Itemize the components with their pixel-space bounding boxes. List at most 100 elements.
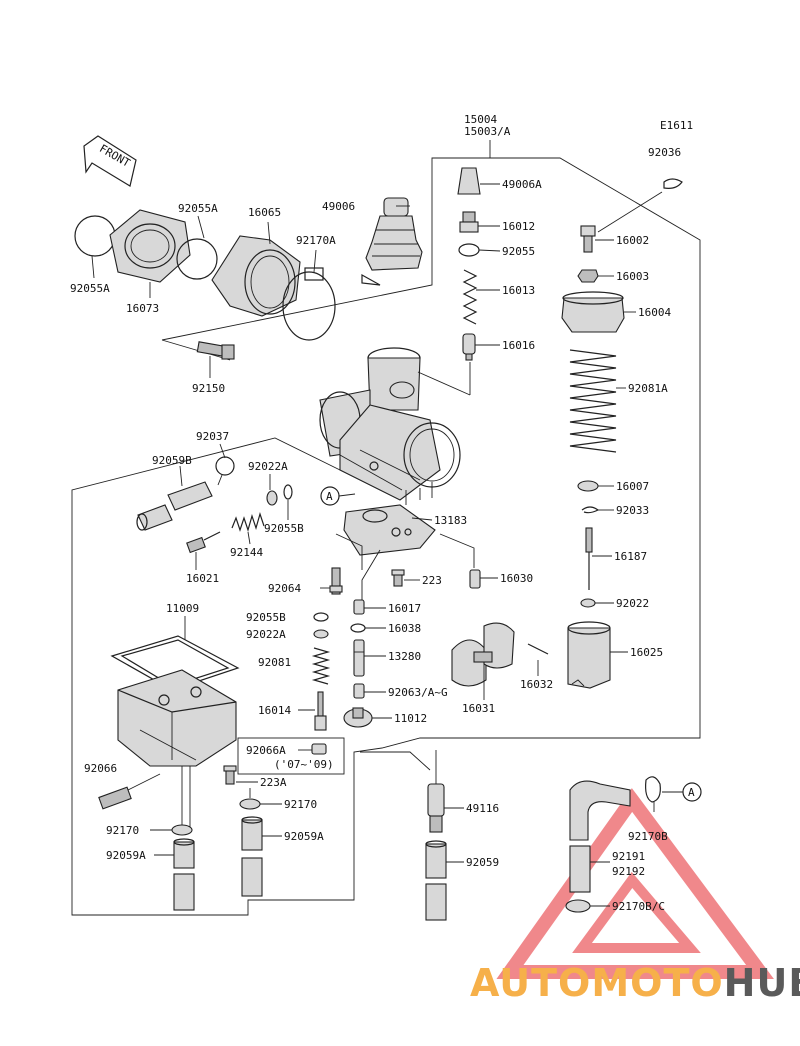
label-13280: 13280	[388, 650, 421, 663]
label-92170-left: 92170	[106, 824, 139, 837]
bolt-92150	[196, 341, 235, 360]
label-16016: 16016	[502, 339, 535, 352]
holder-11012	[343, 707, 373, 728]
label-16030: 16030	[500, 572, 533, 585]
screw-223	[391, 569, 405, 587]
callout-a-hose: A	[662, 782, 702, 802]
label-49006a: 49006A	[502, 178, 542, 191]
label-92064: 92064	[268, 582, 301, 595]
cap-92037	[215, 456, 235, 476]
svg-text:A: A	[688, 786, 695, 799]
label-92037: 92037	[196, 430, 229, 443]
needle-16187	[585, 527, 593, 590]
label-11012: 11012	[394, 712, 427, 725]
screw-16002	[580, 225, 596, 253]
label-16021: 16021	[186, 572, 219, 585]
svg-text:A: A	[326, 490, 333, 503]
label-49006: 49006	[322, 200, 355, 213]
jet-92064	[329, 567, 343, 595]
spring-92144	[231, 511, 265, 533]
nut-16003	[577, 269, 599, 283]
clamp-92170a	[282, 271, 336, 341]
fitting-49116	[427, 750, 445, 833]
label-92036: 92036	[648, 146, 681, 159]
label-92066a: 92066A	[246, 744, 286, 757]
label-16031: 16031	[462, 702, 495, 715]
label-92055a-top: 92055A	[178, 202, 218, 215]
float-bowl-11009	[110, 635, 240, 830]
label-92081a: 92081A	[628, 382, 668, 395]
slide-assembly	[561, 178, 683, 689]
jet-parts	[311, 533, 481, 731]
part-labels: 15004 15003/A 92036 49006A 16012 92055 1…	[70, 113, 681, 913]
needle-jet-13280	[353, 639, 365, 677]
label-11009: 11009	[166, 602, 199, 615]
label-223a: 223A	[260, 776, 287, 789]
clamp-92170b	[645, 776, 661, 812]
label-92055b-top: 92055B	[264, 522, 304, 535]
o-ring-16038	[350, 623, 366, 633]
hose-92059b	[136, 481, 213, 531]
callout-a-carb: A	[320, 486, 356, 506]
throttle-stack	[417, 167, 481, 396]
cap-16004	[561, 291, 625, 333]
label-16012: 16012	[502, 220, 535, 233]
jet-92063	[353, 683, 365, 699]
carburetor-body	[319, 347, 461, 505]
svg-text:AUTOMOTOHUB: AUTOMOTOHUB	[470, 961, 800, 1005]
hose-92059a-mid	[241, 816, 263, 897]
float-16031	[451, 622, 515, 687]
front-arrow-icon: FRONT	[83, 135, 137, 187]
watermark-logo	[496, 788, 774, 979]
label-92055a-left: 92055A	[70, 282, 110, 295]
label-92059: 92059	[466, 856, 499, 869]
label-16013: 16013	[502, 284, 535, 297]
label-92059a-mid: 92059A	[284, 830, 324, 843]
label-13183: 13183	[434, 514, 467, 527]
screw-223a	[223, 765, 237, 785]
intake-group	[74, 209, 336, 360]
label-92022a-top: 92022A	[248, 460, 288, 473]
label-16014: 16014	[258, 704, 291, 717]
o-ring-92055a-left	[74, 215, 116, 257]
label-16073: 16073	[126, 302, 159, 315]
label-92055: 92055	[502, 245, 535, 258]
clip-92036	[663, 178, 683, 189]
clamp-92170-left	[171, 824, 193, 836]
label-15003a: 15003/A	[464, 125, 511, 138]
holder-16065	[211, 235, 301, 317]
label-16032: 16032	[520, 678, 553, 691]
label-16187: 16187	[614, 550, 647, 563]
washer-92022a-top	[266, 490, 278, 506]
label-92191: 92191	[612, 850, 645, 863]
o-ring-92055	[458, 243, 480, 257]
gasket-13183	[343, 504, 436, 556]
washer-92022	[580, 598, 596, 608]
label-16004: 16004	[638, 306, 671, 319]
drain-screw-92066	[98, 773, 161, 810]
hose-92059	[425, 840, 447, 921]
label-92170b: 92170B	[628, 830, 668, 843]
label-92170bc: 92170B/C	[612, 900, 665, 913]
label-16002: 16002	[616, 234, 649, 247]
boot-49006	[361, 197, 423, 286]
float-valve-16014	[314, 691, 327, 731]
label-92192: 92192	[612, 865, 645, 878]
screw-16021	[186, 531, 221, 554]
seat-16007	[577, 480, 599, 492]
watermark-part2: HUB	[724, 961, 800, 1005]
label-16065: 16065	[248, 206, 281, 219]
label-92081: 92081	[258, 656, 291, 669]
throttle-valve-16025	[567, 621, 611, 689]
label-16038: 16038	[388, 622, 421, 635]
leader-lines	[91, 183, 636, 907]
jet-16030	[469, 569, 481, 589]
label-92059a-left: 92059A	[106, 849, 146, 862]
label-16017: 16017	[388, 602, 421, 615]
o-ring-92055a-top	[176, 238, 218, 280]
part-92066a	[237, 737, 345, 775]
pin-16032	[527, 643, 549, 655]
label-92022: 92022	[616, 597, 649, 610]
clamp-92170bc	[565, 899, 591, 913]
